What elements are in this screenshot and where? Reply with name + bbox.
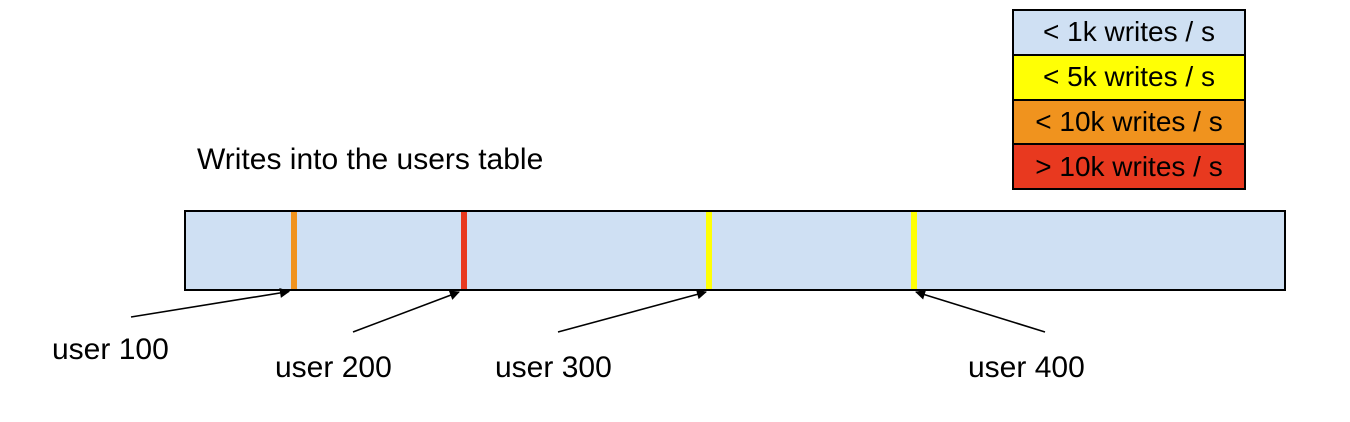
arrow-user100 [130,287,290,318]
write-hotspot-user400 [911,212,917,289]
label-user300: user 300 [495,351,612,384]
diagram-title: Writes into the users table [197,143,544,176]
legend-item-lt1k-label: < 1k writes / s [1043,16,1215,48]
users-table-bar [184,210,1286,291]
legend-item-lt5k-label: < 5k writes / s [1043,61,1215,93]
label-user200: user 200 [275,351,392,384]
legend-item-gt10k: > 10k writes / s [1012,143,1246,190]
write-hotspot-user100 [291,212,297,289]
legend-item-gt10k-label: > 10k writes / s [1035,150,1223,182]
arrow-user400 [915,289,1046,333]
arrow-user200 [352,290,460,333]
legend-item-lt1k: < 1k writes / s [1012,9,1246,56]
arrow-user300 [557,289,707,333]
legend: < 1k writes / s < 5k writes / s < 10k wr… [1012,9,1246,190]
legend-item-lt5k: < 5k writes / s [1012,53,1246,101]
label-user400: user 400 [968,351,1085,384]
write-hotspot-user200 [461,212,467,289]
label-user100: user 100 [52,333,169,366]
write-hotspot-user300 [706,212,712,289]
legend-item-lt10k-label: < 10k writes / s [1035,105,1223,137]
legend-item-lt10k: < 10k writes / s [1012,98,1246,146]
